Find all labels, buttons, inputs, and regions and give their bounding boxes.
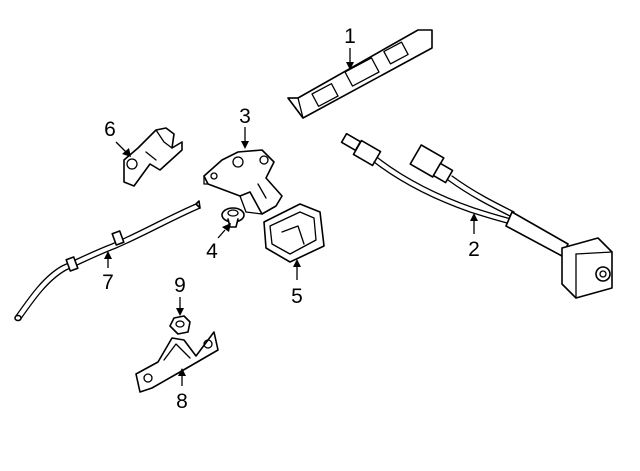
part-8-mounting-plate[interactable] bbox=[135, 331, 219, 393]
callout-5: 5 bbox=[291, 285, 303, 308]
part-2-camera-harness[interactable] bbox=[340, 132, 613, 299]
callout-3: 3 bbox=[239, 105, 251, 128]
callout-6: 6 bbox=[104, 118, 116, 141]
part-5-housing[interactable] bbox=[263, 203, 325, 263]
callout-7-leader bbox=[104, 251, 112, 268]
callout-1: 1 bbox=[344, 25, 356, 48]
part-7-cable[interactable] bbox=[14, 200, 201, 322]
part-3-bracket[interactable] bbox=[203, 149, 283, 215]
callout-5-leader bbox=[293, 259, 301, 280]
part-1-trim-bezel[interactable] bbox=[287, 29, 433, 119]
callout-4: 4 bbox=[206, 240, 218, 263]
part-6-connector-bracket[interactable] bbox=[123, 127, 183, 187]
callout-4-leader bbox=[217, 223, 231, 239]
callout-8-leader bbox=[178, 368, 186, 386]
callout-3-leader bbox=[241, 127, 249, 149]
part-9-nut[interactable] bbox=[169, 315, 191, 335]
part-4-push-nut[interactable] bbox=[221, 207, 245, 228]
callout-9: 9 bbox=[174, 274, 186, 297]
callout-2-leader bbox=[470, 213, 478, 234]
callout-1-leader bbox=[346, 48, 354, 70]
callout-2: 2 bbox=[468, 238, 480, 261]
callout-9-leader bbox=[176, 297, 184, 316]
callout-6-leader bbox=[115, 141, 131, 157]
callout-8: 8 bbox=[176, 390, 188, 413]
callout-7: 7 bbox=[102, 271, 114, 294]
